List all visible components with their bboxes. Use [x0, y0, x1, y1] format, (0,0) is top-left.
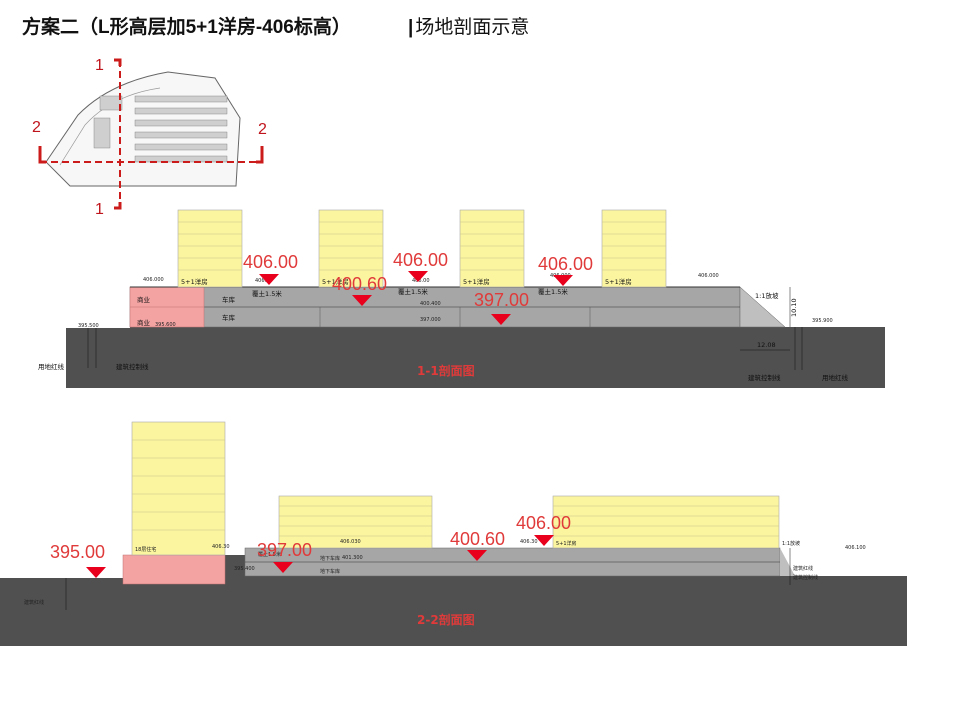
house-label-4: 5+1洋房	[605, 277, 632, 286]
slope-embankment-2	[780, 548, 795, 576]
soil-label-2: 覆土1.5米	[398, 287, 428, 296]
garage-label-4: 地下车库	[320, 568, 340, 575]
section-label-top: 1	[95, 57, 104, 74]
elev-marker-c	[408, 271, 428, 282]
elev-mid1: 401.300	[342, 555, 363, 561]
dim-width: 12.08	[757, 341, 776, 349]
elev-mid2: 406.030	[340, 539, 361, 545]
cut-marker-top	[114, 58, 122, 66]
elev-marker-b	[352, 295, 372, 306]
house-block-5	[278, 495, 433, 549]
elev-marker-e-text: 397.00	[474, 290, 529, 310]
elev-tower-top: 406.30	[212, 544, 230, 550]
elev-right-low: 395.900	[812, 318, 833, 324]
section-2-title: 2-2剖面图	[417, 612, 475, 627]
elev-far-right: 406.100	[845, 545, 866, 551]
house-block-4	[601, 209, 667, 288]
elev-marker-g-text: 397.00	[257, 540, 312, 560]
tower-block	[131, 421, 226, 556]
house-block-1	[177, 209, 243, 288]
garage-label-2: 车库	[222, 313, 236, 322]
elev-mid-b: 397.000	[420, 317, 441, 323]
garage-columns	[319, 307, 591, 327]
elev-marker-c-text: 406.00	[393, 250, 448, 270]
elev-marker-a	[259, 274, 279, 285]
elev-marker-d	[553, 275, 573, 286]
commerce-label-1: 商业	[137, 295, 151, 304]
house-block-2	[318, 209, 384, 288]
elev-marker-i	[534, 535, 554, 546]
right-control-label: 建筑控制线	[793, 574, 818, 581]
cut-marker-left	[38, 146, 46, 164]
key-plan: 1 1 2 2	[32, 57, 267, 218]
red-line-right: 用地红线	[822, 373, 849, 382]
red-line-left: 用地红线	[38, 362, 65, 371]
elev-podium: 395.400	[234, 566, 255, 572]
elev-right-top: 406.000	[698, 273, 719, 279]
control-line-right: 建筑控制线	[748, 373, 781, 382]
house-block-3	[459, 209, 525, 288]
cut-marker-right	[256, 146, 264, 164]
page-title: 方案二（L形高层加5+1洋房-406标高）	[22, 17, 351, 38]
elev-left-top: 406.000	[143, 277, 164, 283]
dim-height: 10.10	[790, 298, 798, 317]
section-label-left: 2	[32, 119, 41, 136]
elev-commerce-low: 395.600	[155, 322, 176, 328]
section-label-bottom: 1	[95, 201, 104, 218]
elev-marker-a-text: 406.00	[243, 252, 298, 272]
left-line-label: 建筑红线	[24, 599, 44, 606]
elev-marker-i-text: 406.00	[516, 513, 571, 533]
elev-marker-d-text: 406.00	[538, 254, 593, 274]
elev-mid3: 406.30	[520, 539, 538, 545]
commerce-label-2: 商业	[137, 318, 151, 327]
elev-h2: 406.00	[412, 278, 430, 284]
section-2: 18层住宅 5+1洋房 覆土1.5米 地下车库 地下车库 406.30 395.…	[0, 421, 907, 646]
slope-label: 1:1放坡	[755, 291, 779, 300]
podium-commerce-2	[122, 554, 226, 585]
tower-label: 18层住宅	[135, 546, 156, 553]
elev-marker-g	[273, 562, 293, 573]
elev-marker-f-text: 395.00	[50, 542, 105, 562]
soil-label-1: 覆土1.5米	[252, 289, 282, 298]
elev-mid-a: 400.400	[420, 301, 441, 307]
right-red-label: 建筑红线	[793, 565, 813, 572]
plan-blocks	[93, 95, 228, 163]
cut-marker-bottom	[114, 202, 122, 210]
section-1: 5+1洋房 5+1洋房 5+1洋房 5+1洋房 覆土1.5米 覆土1.5米 覆土…	[38, 209, 885, 388]
house-label-3: 5+1洋房	[463, 277, 490, 286]
house-label-2: 5+1洋房	[322, 277, 349, 286]
house-block-6	[552, 495, 780, 549]
subtitle-text: 场地剖面示意	[415, 17, 530, 38]
soil-label-3: 覆土1.5米	[538, 287, 568, 296]
garage-label-1: 车库	[222, 295, 236, 304]
control-line-left: 建筑控制线	[116, 362, 149, 371]
elev-marker-f	[86, 567, 106, 578]
section-1-title: 1-1剖面图	[417, 363, 475, 378]
house-label-1: 5+1洋房	[181, 277, 208, 286]
garage-label-3: 地下车库	[320, 555, 340, 562]
slope-label-2: 1:1放坡	[782, 540, 800, 547]
elev-h1: 406.00	[255, 278, 273, 284]
elev-left-low: 395.500	[78, 323, 99, 329]
elev-marker-h	[467, 550, 487, 561]
site-outline	[45, 71, 241, 187]
elev-marker-b-text: 400.60	[332, 274, 387, 294]
page-subtitle: |场地剖面示意	[408, 17, 530, 38]
soil-label-4: 覆土1.5米	[258, 551, 281, 558]
elev-marker-e	[491, 314, 511, 325]
house-label-5: 5+1洋房	[556, 540, 577, 547]
section-label-right: 2	[258, 121, 267, 138]
elev-marker-h-text: 400.60	[450, 529, 505, 549]
